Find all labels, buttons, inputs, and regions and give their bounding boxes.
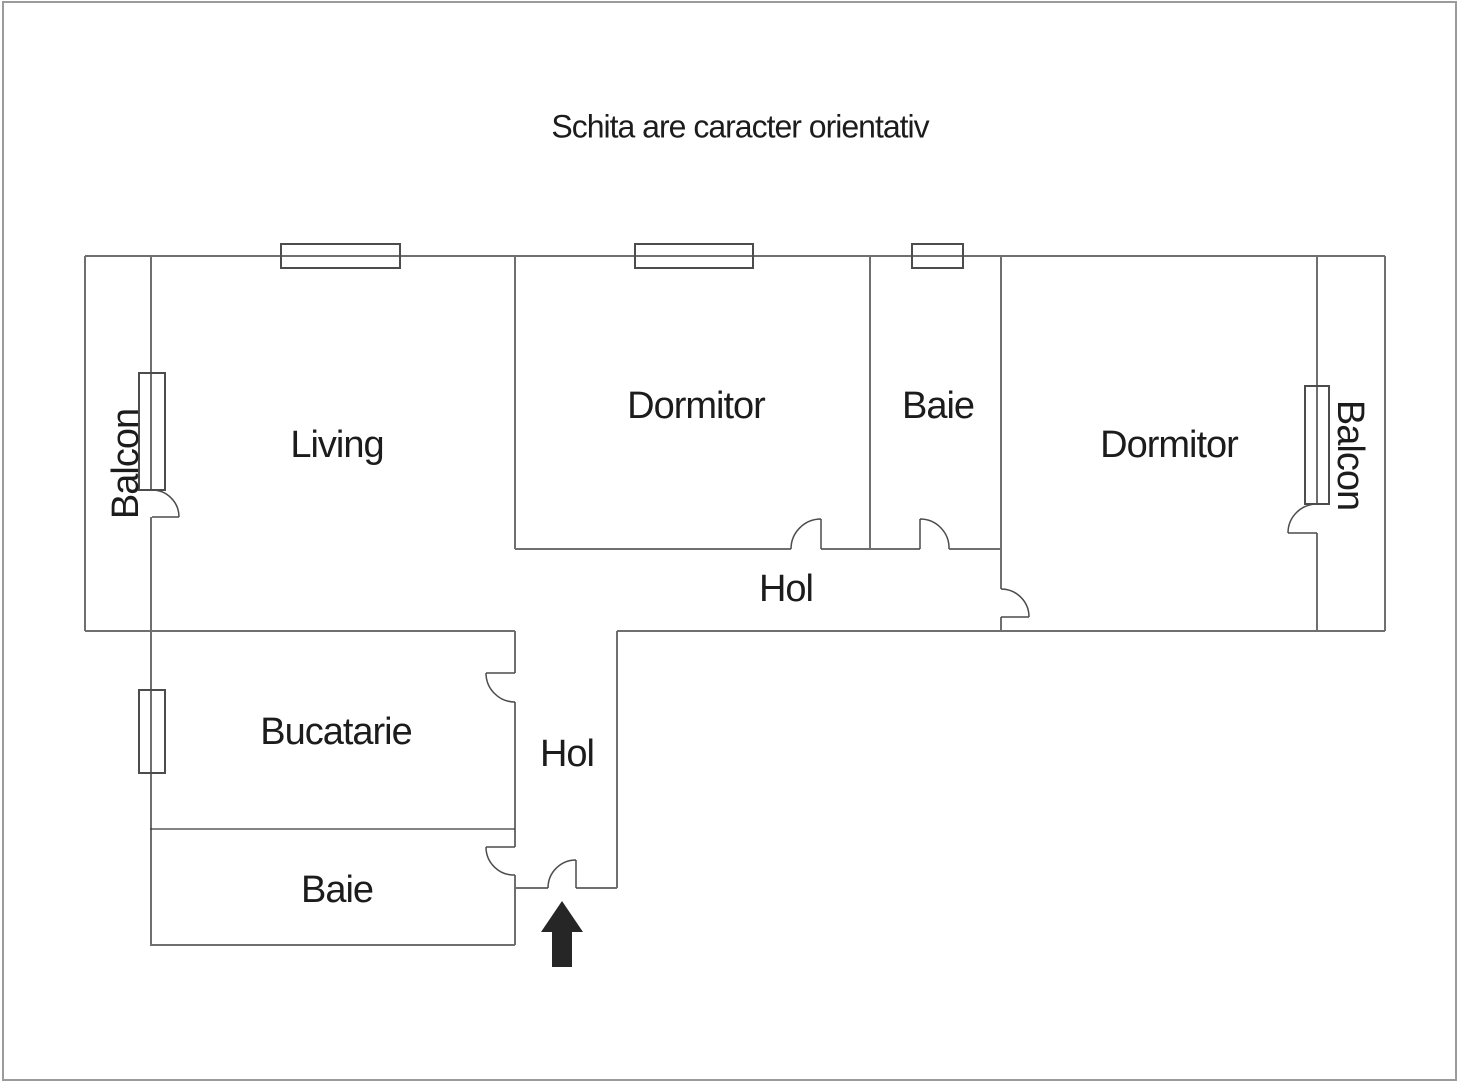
entrance-arrow-icon xyxy=(541,901,583,967)
room-label-bucatarie: Bucatarie xyxy=(260,711,413,754)
plan-title: Schita are caracter orientativ xyxy=(551,108,929,145)
room-label-balcon-right: Balcon xyxy=(1328,399,1371,511)
room-label-living: Living xyxy=(290,424,384,467)
room-label-baie-lower: Baie xyxy=(300,869,374,912)
window-baie-top xyxy=(911,243,964,269)
door-balcon-right xyxy=(1287,503,1318,534)
window-dormitor1-top xyxy=(634,243,754,269)
door-bucatarie xyxy=(485,672,516,703)
room-label-dormitor-1: Dormitor xyxy=(627,385,766,428)
room-label-hol-corridor: Hol xyxy=(758,568,814,611)
room-label-hol-entry: Hol xyxy=(539,733,595,776)
door-baie-lower xyxy=(485,846,516,876)
wall-path xyxy=(84,255,1386,946)
room-label-baie-top: Baie xyxy=(901,385,975,428)
door-dormitor2 xyxy=(1000,588,1030,618)
door-baie-top xyxy=(919,518,950,550)
door-balcon-left xyxy=(151,489,180,518)
window-living-top xyxy=(280,243,401,269)
door-entrance xyxy=(547,859,577,889)
window-bucatarie-left xyxy=(138,689,166,774)
room-label-dormitor-2: Dormitor xyxy=(1100,424,1239,467)
door-symbols xyxy=(151,489,1318,889)
window-symbols xyxy=(138,243,1330,774)
door-dormitor1 xyxy=(790,518,822,550)
wall-lines xyxy=(84,255,1386,946)
room-label-balcon-left: Balcon xyxy=(105,408,148,520)
